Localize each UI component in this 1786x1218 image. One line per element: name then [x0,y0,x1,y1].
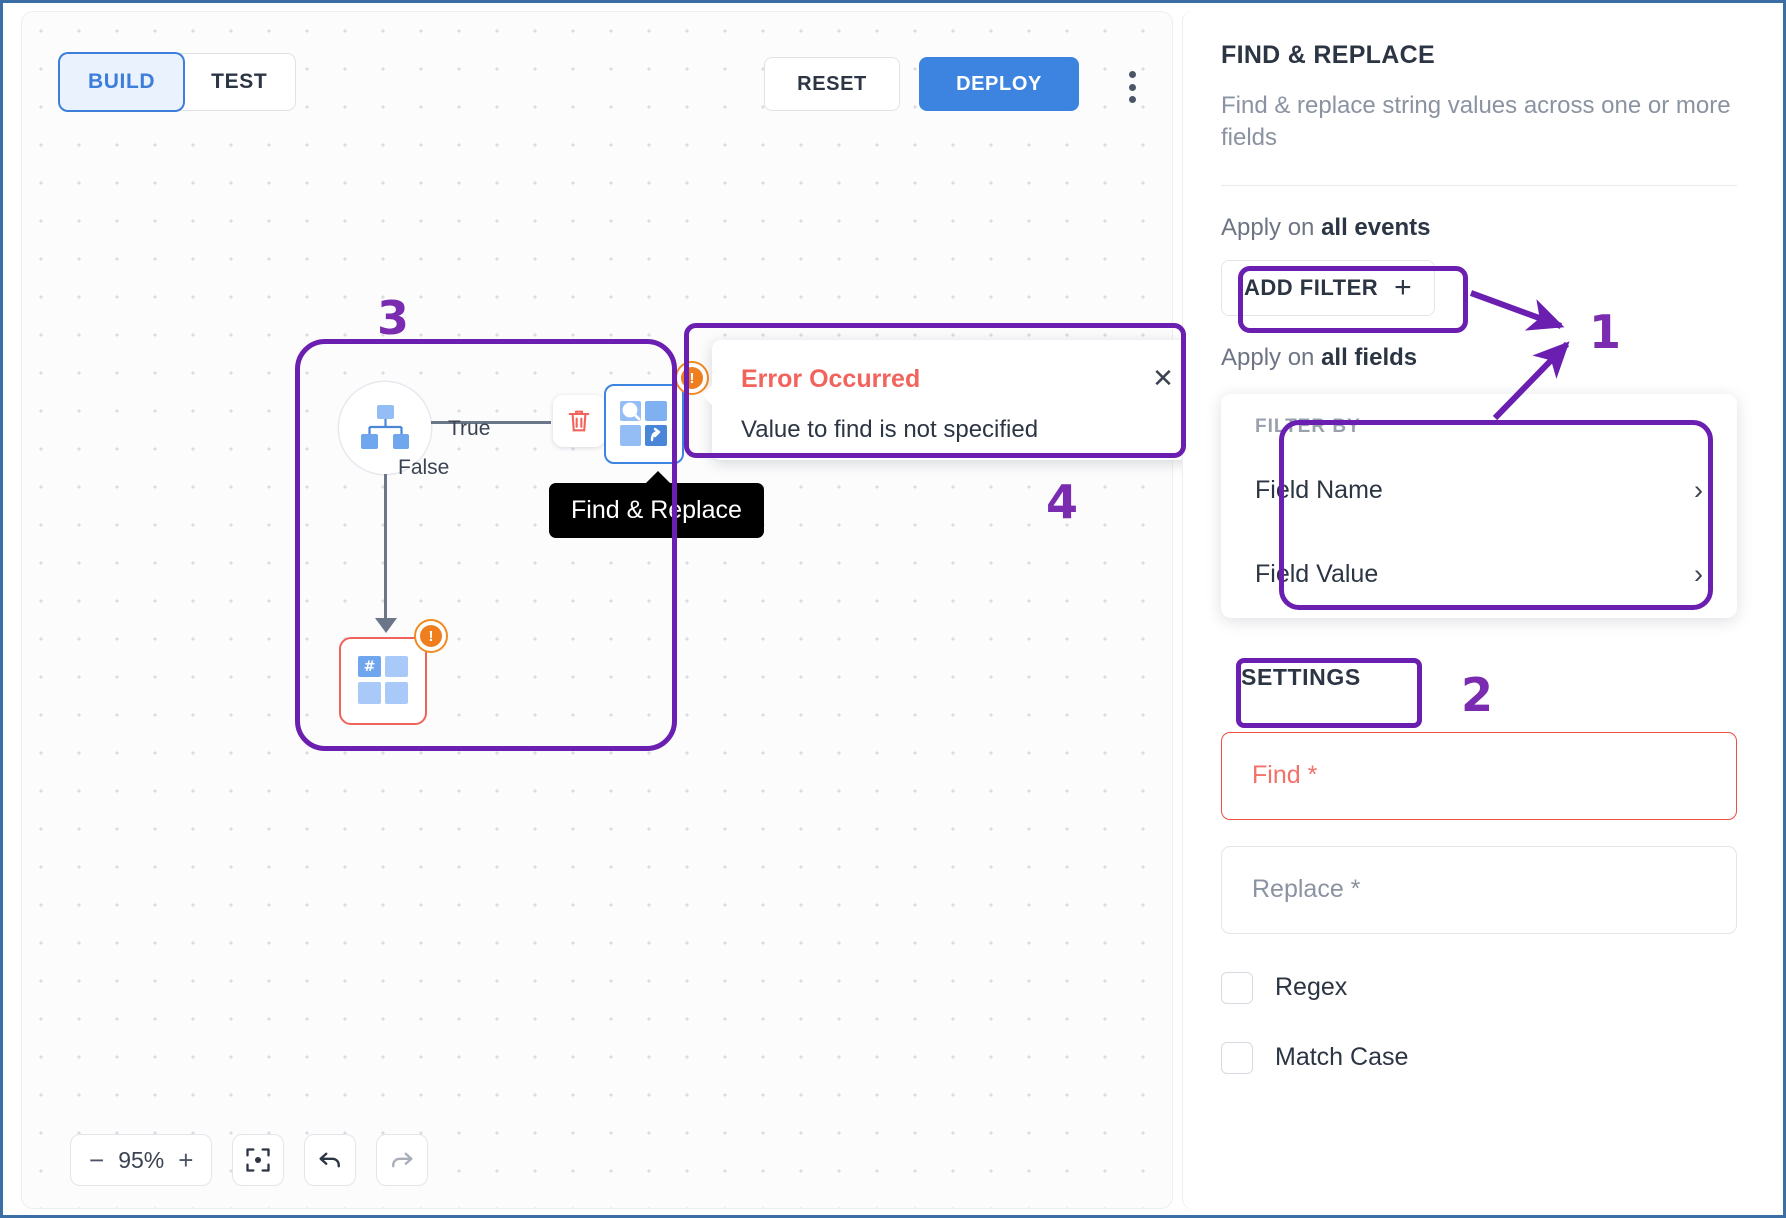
chevron-right-icon: › [1694,559,1703,590]
apply-on-events-label: Apply on all events [1221,214,1737,242]
build-test-toggle[interactable]: BUILD TEST [60,54,296,110]
undo-icon [319,1152,341,1168]
regex-checkbox[interactable] [1221,971,1253,1004]
apply-on-fields-label: Apply on all fields [1221,344,1737,372]
match-case-checkbox-row[interactable]: Match Case [1221,1041,1737,1074]
apply-fields-value: all fields [1321,343,1418,371]
chevron-right-icon: › [1694,475,1703,506]
svg-text:#: # [364,659,376,675]
warning-glyph-2: ! [420,625,442,647]
close-icon[interactable]: ✕ [1152,363,1174,393]
flow-canvas[interactable]: BUILD TEST RESET DEPLOY True False [21,11,1202,1209]
apply-events-value: all events [1321,213,1431,241]
deploy-button[interactable]: DEPLOY [919,57,1079,111]
trash-icon [568,410,590,432]
find-replace-node[interactable] [604,384,684,464]
sitemap-icon [361,405,409,449]
zoom-level-label: 95% [118,1146,165,1173]
replace-input[interactable]: Replace * [1221,845,1737,934]
trigger-node[interactable] [339,382,431,474]
zoom-in-button[interactable]: + [178,1144,194,1175]
dropdown-item-field-name[interactable]: Field Name › [1221,460,1737,522]
reset-button[interactable]: RESET [764,57,900,111]
tab-test[interactable]: TEST [211,70,268,93]
panel-description: Find & replace string values across one … [1221,92,1731,152]
match-case-checkbox[interactable] [1221,1041,1253,1074]
regex-label: Regex [1275,973,1348,1002]
dropdown-item-field-value[interactable]: Field Value › [1221,544,1737,606]
undo-button[interactable] [304,1134,357,1186]
edge-false-label: False [398,456,450,479]
delete-node-button[interactable] [553,395,605,447]
fit-to-screen-icon [246,1148,271,1172]
edge-false-arrowhead [375,618,397,633]
filter-by-label: FILTER BY [1255,415,1361,437]
zoom-out-button[interactable]: − [89,1144,105,1175]
warning-badge-icon-2: ! [414,619,448,653]
hash-grid-node[interactable]: # [339,637,427,725]
find-input[interactable]: Find * [1221,731,1737,820]
tab-build[interactable]: BUILD [60,54,184,110]
kebab-menu-icon[interactable] [1115,67,1149,107]
redo-button[interactable] [376,1134,429,1186]
edge-false [384,474,387,626]
zoom-control[interactable]: − 95% + [70,1134,213,1186]
warning-glyph: ! [681,367,703,389]
page-title: FIND & REPLACE [1221,41,1435,69]
error-toast: Error Occurred ✕ Value to find is not sp… [702,340,1202,460]
divider [1221,184,1737,186]
plus-icon: + [1394,270,1413,304]
hash-grid-icon: # [358,656,408,704]
dropdown-item-label: Field Name [1255,476,1383,505]
add-filter-button[interactable]: ADD FILTER + [1221,259,1436,316]
apply-events-prefix: Apply on [1221,213,1322,241]
regex-checkbox-row[interactable]: Regex [1221,971,1737,1004]
apply-fields-prefix: Apply on [1221,343,1322,371]
properties-panel: FIND & REPLACE Find & replace string val… [1183,11,1775,1209]
fit-to-screen-button[interactable] [232,1134,285,1186]
find-replace-icon [620,401,667,446]
toast-message: Value to find is not specified [741,416,1039,443]
edge-true [431,421,551,424]
redo-icon [392,1152,413,1168]
add-filter-label: ADD FILTER [1244,274,1379,300]
settings-section-title: SETTINGS [1241,664,1361,691]
zoom-toolbar[interactable]: − 95% + [70,1134,429,1186]
edge-true-label: True [448,417,491,440]
toast-title: Error Occurred [741,365,921,393]
node-tooltip: Find & Replace [549,471,764,538]
match-case-label: Match Case [1275,1043,1409,1072]
filter-by-dropdown[interactable]: FILTER BY Field Name › Field Value › [1221,393,1737,618]
dropdown-item-label: Field Value [1255,560,1379,589]
